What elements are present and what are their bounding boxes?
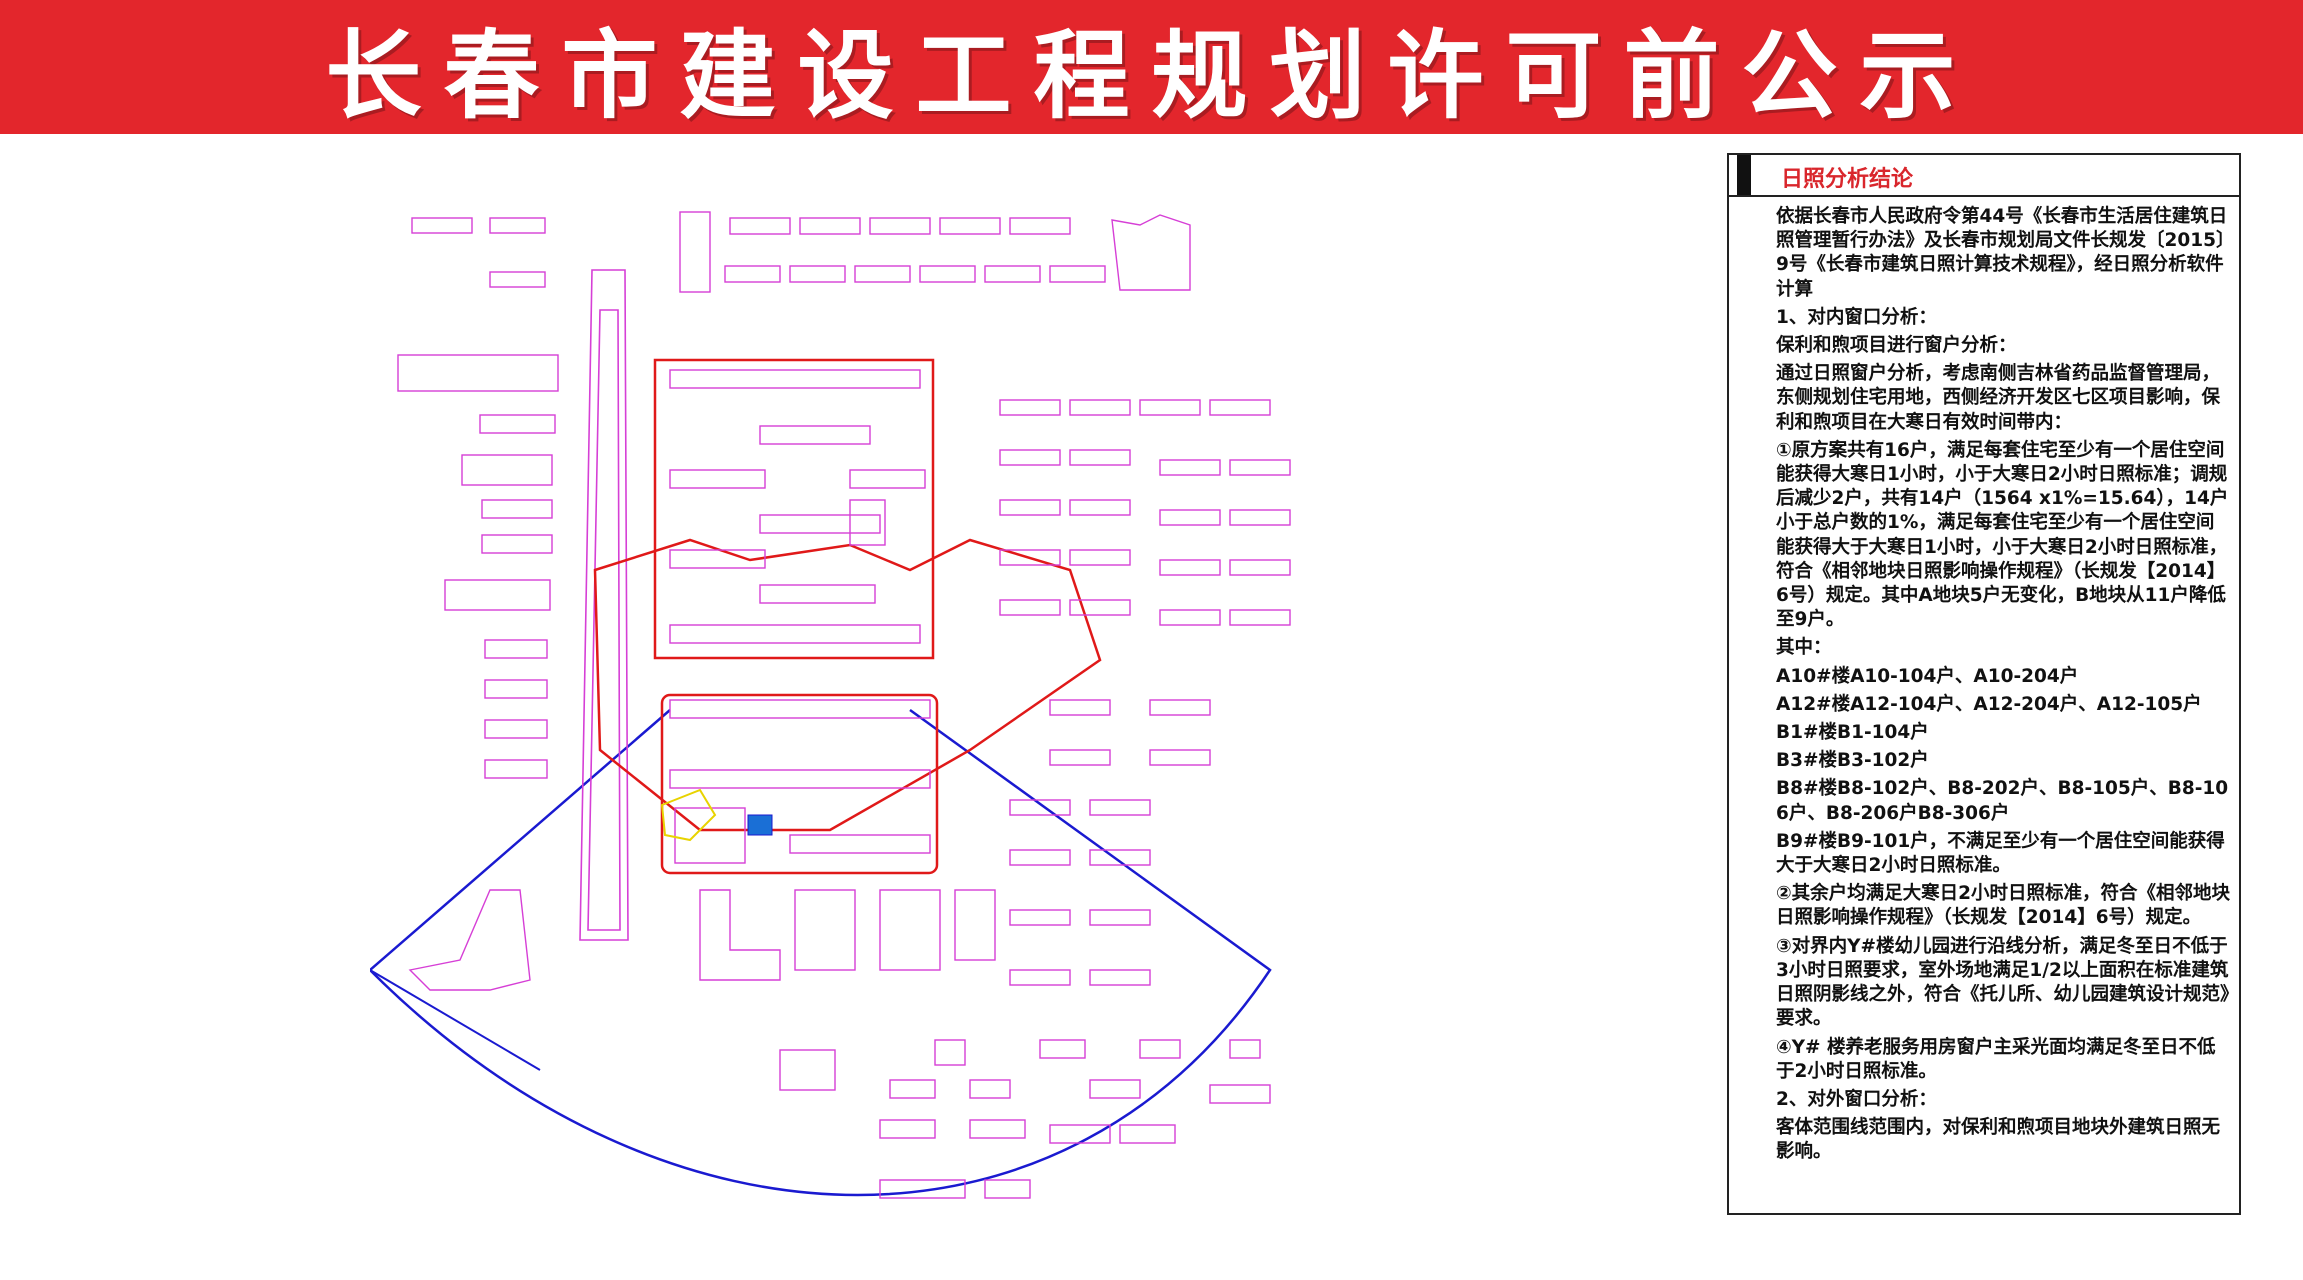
kindergarten-marker [660,788,773,842]
panel-title: 日照分析结论 [1781,167,1914,192]
list-item-b3: B3#楼B3-102户 [1776,750,1929,772]
building-outlines [397,211,1291,1199]
analysis-range-inner [370,969,541,1071]
paragraph-context: 通过日照窗户分析，考虑南侧吉林省药品监督管理局，东侧规划住宅用地，西侧经济开发区… [1776,363,2221,433]
paragraph-external-heading: 2、对外窗口分析： [1776,1088,1937,1110]
paragraph-basis: 依据长春市人民政府令第44号《长春市生活居住建筑日照管理暂行办法》及长春市规划局… [1776,206,2228,300]
panel-header: 日照分析结论 [1729,155,2239,197]
paragraph-item-4: ④Y# 楼养老服务用房窗户主采光面均满足冬至日不低于2小时日照标准。 [1776,1036,2216,1082]
paragraph-among: 其中： [1776,637,1832,659]
paragraph-internal-heading: 1、对内窗口分析： [1776,306,1937,328]
paragraph-external-result: 客体范围线范围内，对保利和煦项目地块外建筑日照无影响。 [1776,1117,2221,1163]
page-title: 长春市建设工程规划许可前公示 [325,18,1978,132]
list-item-a12: A12#楼A12-104户、A12-204户、A12-105户 [1776,693,2202,715]
header-banner: 长春市建设工程规划许可前公示 [0,0,2303,134]
road-strip [579,269,629,941]
list-item-b1: B1#楼B1-104户 [1776,722,1929,744]
site-boundary [593,358,1102,875]
panel-body: 依据长春市人民政府令第44号《长春市生活居住建筑日照管理暂行办法》及长春市规划局… [1776,205,2231,1205]
list-item-b9: B9#楼B9-101户，不满足至少有一个居住空间能获得大于大寒日2小时日照标准。 [1776,830,2225,877]
list-item-a10: A10#楼A10-104户、A10-204户 [1776,665,2079,687]
paragraph-window-analysis: 保利和煦项目进行窗户分析： [1776,335,2017,357]
paragraph-item-2: ②其余户均满足大寒日2小时日照标准，符合《相邻地块日照影响操作规程》（长规发【2… [1776,883,2231,929]
sunlight-analysis-panel: 日照分析结论 依据长春市人民政府令第44号《长春市生活居住建筑日照管理暂行办法》… [1727,153,2241,1215]
paragraph-item-3: ③对界内Y#楼幼儿园进行沿线分析，满足冬至日不低于3小时日照要求，室外场地满足1… [1776,935,2230,1030]
analysis-range-outline [370,708,1272,1197]
paragraph-item-1: ①原方案共有16户，满足每套住宅至少有一个居住空间能获得大寒日1小时，小于大寒日… [1776,439,2229,631]
list-item-b8: B8#楼B8-102户、B8-202户、B8-105户、B8-106户、B8-2… [1776,778,2229,824]
site-plan-drawing [370,190,1350,1250]
panel-header-bar [1737,155,1751,195]
